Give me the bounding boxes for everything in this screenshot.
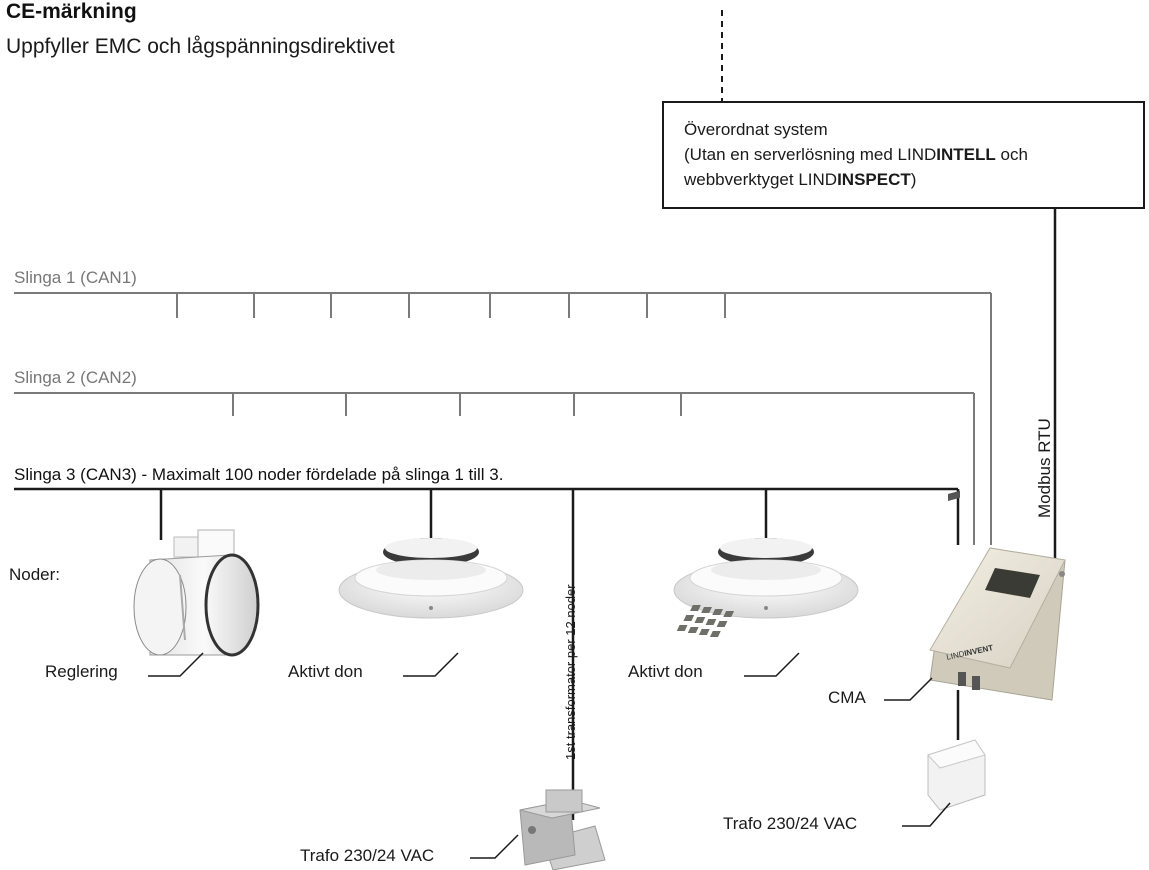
leader-cma [884,677,933,701]
leader-aktivt-don-2 [744,652,800,677]
page-title: CE-märkning [6,0,137,23]
loop-1-label: Slinga 1 (CAN1) [14,268,137,287]
cma-label: CMA [828,688,866,707]
brand-intell: INTELL [936,145,996,164]
brand-inspect: INSPECT [837,170,911,189]
page-subtitle: Uppfyller EMC och lågspänningsdirektivet [6,35,395,58]
parent-system-text: ) [910,170,917,189]
loop-2-label: Slinga 2 (CAN2) [14,368,137,387]
damper-device [133,529,260,657]
parent-system-line2: (Utan en serverlösning med LINDINTELL oc… [684,142,1127,167]
diffuser-device-1 [338,538,524,619]
cma-controller-device [676,547,1066,701]
leader-trafo-2 [902,802,951,827]
parent-system-text: (Utan en serverlösning med [684,145,898,164]
trafo-device-1 [519,789,606,870]
leader-aktivt-don-1 [403,652,459,677]
leader-trafo-1 [470,834,519,859]
brand-lind: LIND [798,170,838,189]
loop-1-bus [14,292,992,545]
leader-reglering [148,652,204,677]
modbus-label: Modbus RTU [1035,418,1054,518]
trafo-label-1: Trafo 230/24 VAC [300,846,435,865]
brand-lind: LIND [897,145,937,164]
diffuser-device-2 [673,538,859,619]
loop-3-label: Slinga 3 (CAN3) - Maximalt 100 noder för… [14,465,504,484]
reglering-label: Reglering [45,662,118,681]
parent-system-line1: Överordnat system [684,120,828,139]
nodes-label: Noder: [9,565,61,584]
aktivt-don-label-2: Aktivt don [628,662,703,681]
parent-system-line3: webbverktyget LINDINSPECT) [684,167,1127,192]
transformer-note: 1st transformator per 12 noder [563,584,578,760]
loop-2-bus [14,392,975,545]
parent-system-box: Överordnat system (Utan en serverlösning… [662,101,1145,209]
aktivt-don-label-1: Aktivt don [288,662,363,681]
trafo-label-2: Trafo 230/24 VAC [723,814,858,833]
loop-3-bus [14,487,960,820]
parent-system-text: och [995,145,1028,164]
parent-system-text: webbverktyget [684,170,799,189]
trafo-device-2 [927,490,986,811]
